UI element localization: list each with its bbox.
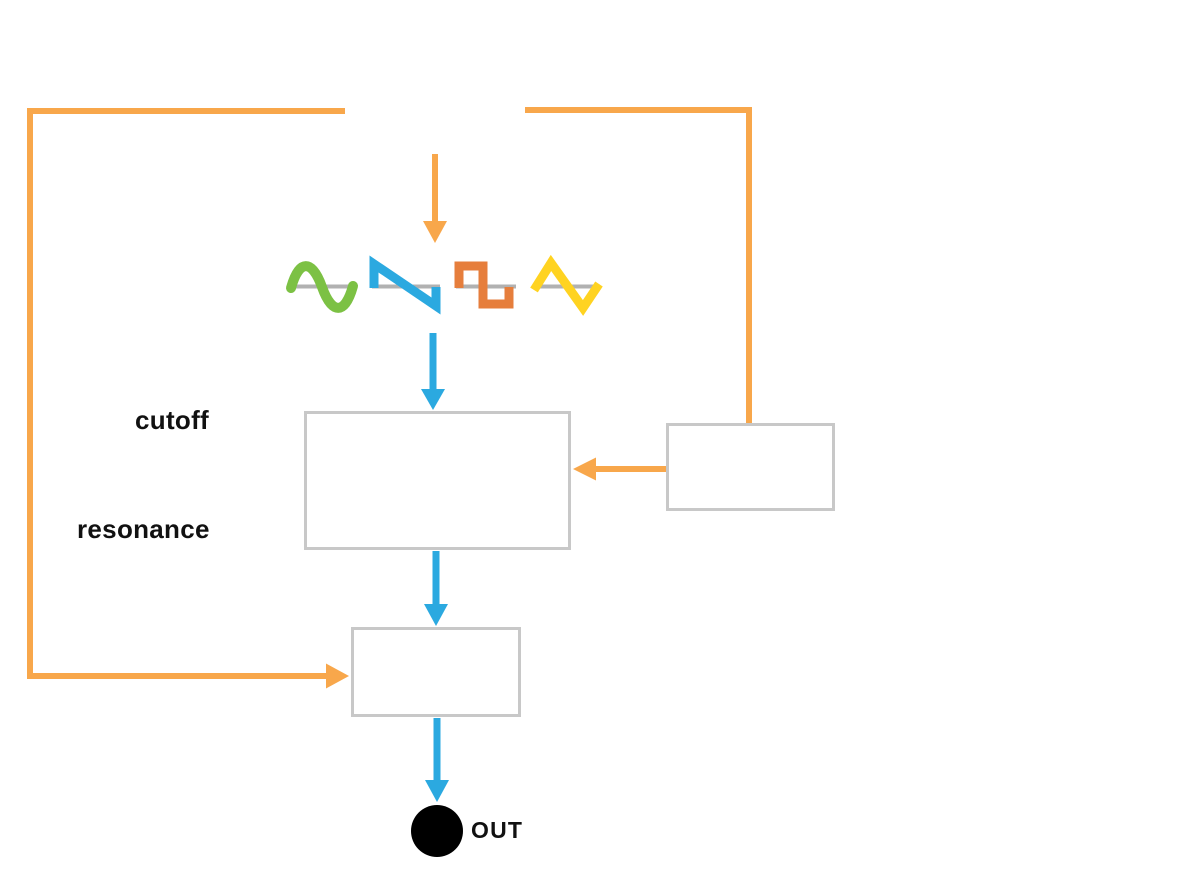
modulator-box (666, 423, 835, 511)
sawtooth-wave-icon (369, 255, 441, 315)
orange-down-arrowhead-icon (423, 221, 447, 243)
cutoff-label: cutoff (135, 405, 209, 435)
resonance-label: resonance (77, 514, 210, 544)
orange-route-left-line (27, 108, 345, 679)
blue-arrow-osc-to-filter-head-icon (421, 389, 445, 410)
triangle-wave-icon (530, 254, 603, 316)
orange-arrow-mod-to-filter-head-icon (573, 457, 596, 481)
orange-route-left-arrowhead-icon (326, 663, 349, 689)
filter-box (304, 411, 571, 550)
blue-arrow-amp-to-out-head-icon (425, 780, 449, 802)
orange-route-right-line (525, 107, 752, 423)
out-label: OUT (471, 817, 524, 843)
square-wave-icon (454, 261, 514, 309)
sine-wave-icon (286, 261, 358, 313)
out-jack-circle (411, 805, 463, 857)
amplifier-box (351, 627, 521, 717)
blue-arrow-filter-to-amp-head-icon (424, 604, 448, 626)
